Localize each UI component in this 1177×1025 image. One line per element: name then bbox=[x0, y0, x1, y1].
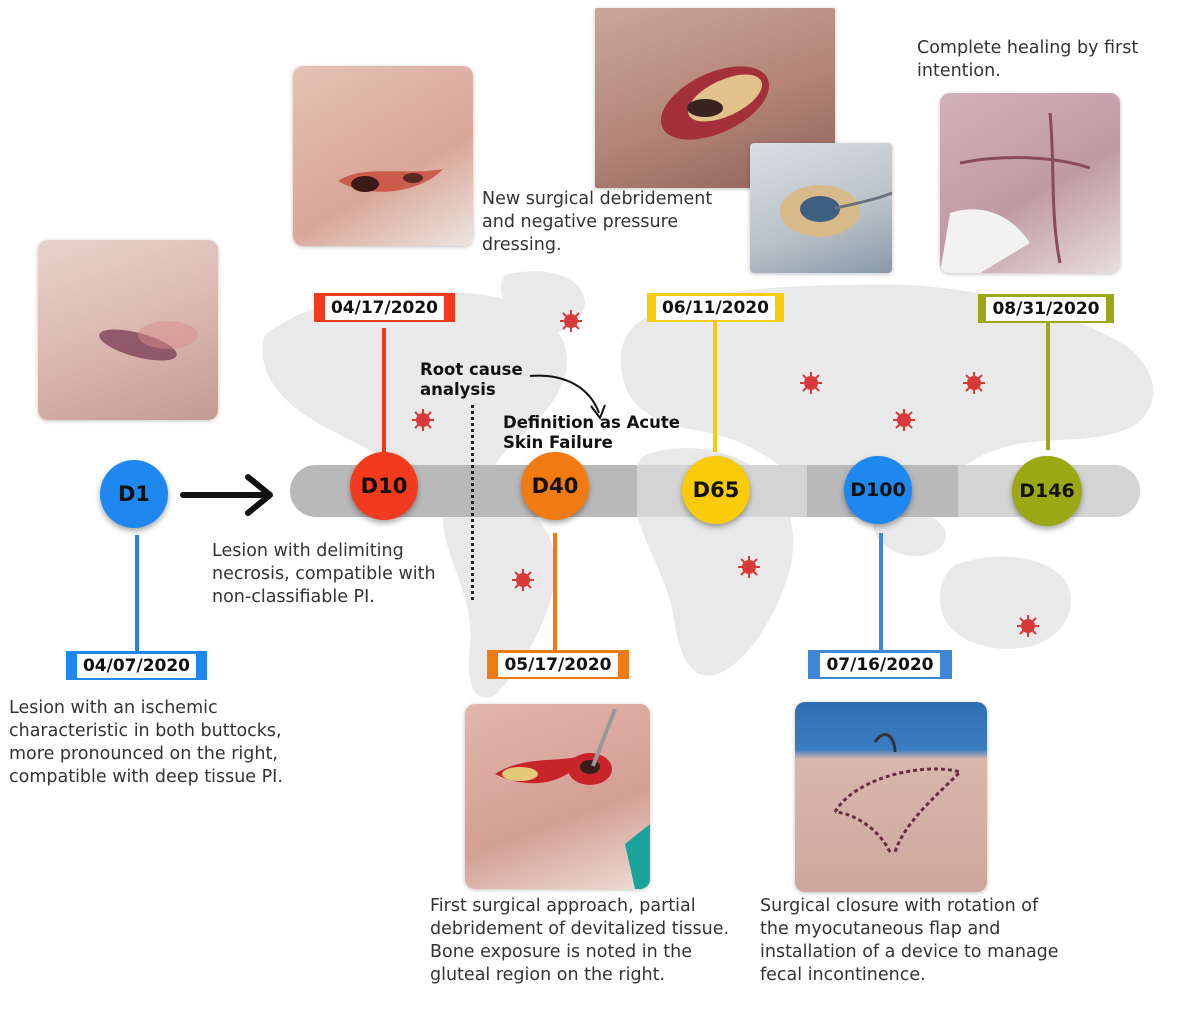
wound-photo-d40 bbox=[465, 704, 650, 889]
virus-icon bbox=[560, 310, 582, 332]
milestone-date-d40: 05/17/2020 bbox=[487, 650, 629, 679]
connector-line-d146 bbox=[1046, 322, 1050, 450]
connector-line-d10 bbox=[382, 328, 386, 456]
milestone-description-d10: Lesion with delimiting necrosis, compati… bbox=[212, 540, 472, 609]
milestone-node-d65: D65 bbox=[682, 456, 750, 524]
milestone-date-d146: 08/31/2020 bbox=[978, 294, 1114, 323]
wound-photo-d100 bbox=[795, 702, 987, 892]
virus-icon bbox=[893, 409, 915, 431]
milestone-description-d65: New surgical debridement and negative pr… bbox=[482, 188, 747, 257]
milestone-day-label: D65 bbox=[693, 478, 740, 502]
arrow-right-icon bbox=[180, 470, 275, 520]
milestone-node-d146: D146 bbox=[1012, 456, 1082, 526]
milestone-node-d10: D10 bbox=[350, 452, 418, 520]
milestone-description-d40: First surgical approach, partial debride… bbox=[430, 895, 730, 987]
milestone-description-d146: Complete healing by first intention. bbox=[917, 37, 1147, 83]
milestone-day-label: D100 bbox=[850, 479, 905, 501]
wound-photo-d10 bbox=[293, 66, 473, 246]
milestone-node-d100: D100 bbox=[844, 456, 912, 524]
connector-line-d65 bbox=[713, 322, 717, 452]
milestone-description-d100: Surgical closure with rotation of the my… bbox=[760, 895, 1060, 987]
connector-line-d100 bbox=[879, 533, 883, 653]
root-cause-note: Root cause analysis bbox=[420, 360, 530, 400]
milestone-day-label: D40 bbox=[532, 474, 579, 498]
virus-icon bbox=[738, 556, 760, 578]
milestone-date-d100: 07/16/2020 bbox=[808, 650, 952, 679]
wound-photo-d65-negative-pressure bbox=[750, 143, 892, 273]
milestone-description-d1: Lesion with an ischemic characteristic i… bbox=[9, 697, 294, 789]
milestone-day-label: D10 bbox=[361, 474, 408, 498]
wound-photo-d146 bbox=[940, 93, 1120, 273]
connector-line-d1 bbox=[135, 535, 139, 657]
milestone-node-d40: D40 bbox=[521, 452, 589, 520]
virus-icon bbox=[800, 372, 822, 394]
virus-icon bbox=[512, 569, 534, 591]
virus-icon bbox=[412, 409, 434, 431]
wound-photo-d1 bbox=[38, 240, 218, 420]
milestone-date-d65: 06/11/2020 bbox=[647, 293, 784, 322]
acute-skin-failure-note: Definition as Acute Skin Failure bbox=[503, 413, 703, 453]
milestone-day-label: D146 bbox=[1019, 480, 1074, 502]
virus-icon bbox=[963, 372, 985, 394]
milestone-date-d10: 04/17/2020 bbox=[314, 293, 455, 322]
milestone-day-label: D1 bbox=[118, 482, 150, 506]
milestone-node-d1: D1 bbox=[100, 460, 168, 528]
milestone-date-d1: 04/07/2020 bbox=[66, 651, 207, 680]
connector-line-d40 bbox=[553, 533, 557, 653]
virus-icon bbox=[1017, 615, 1039, 637]
